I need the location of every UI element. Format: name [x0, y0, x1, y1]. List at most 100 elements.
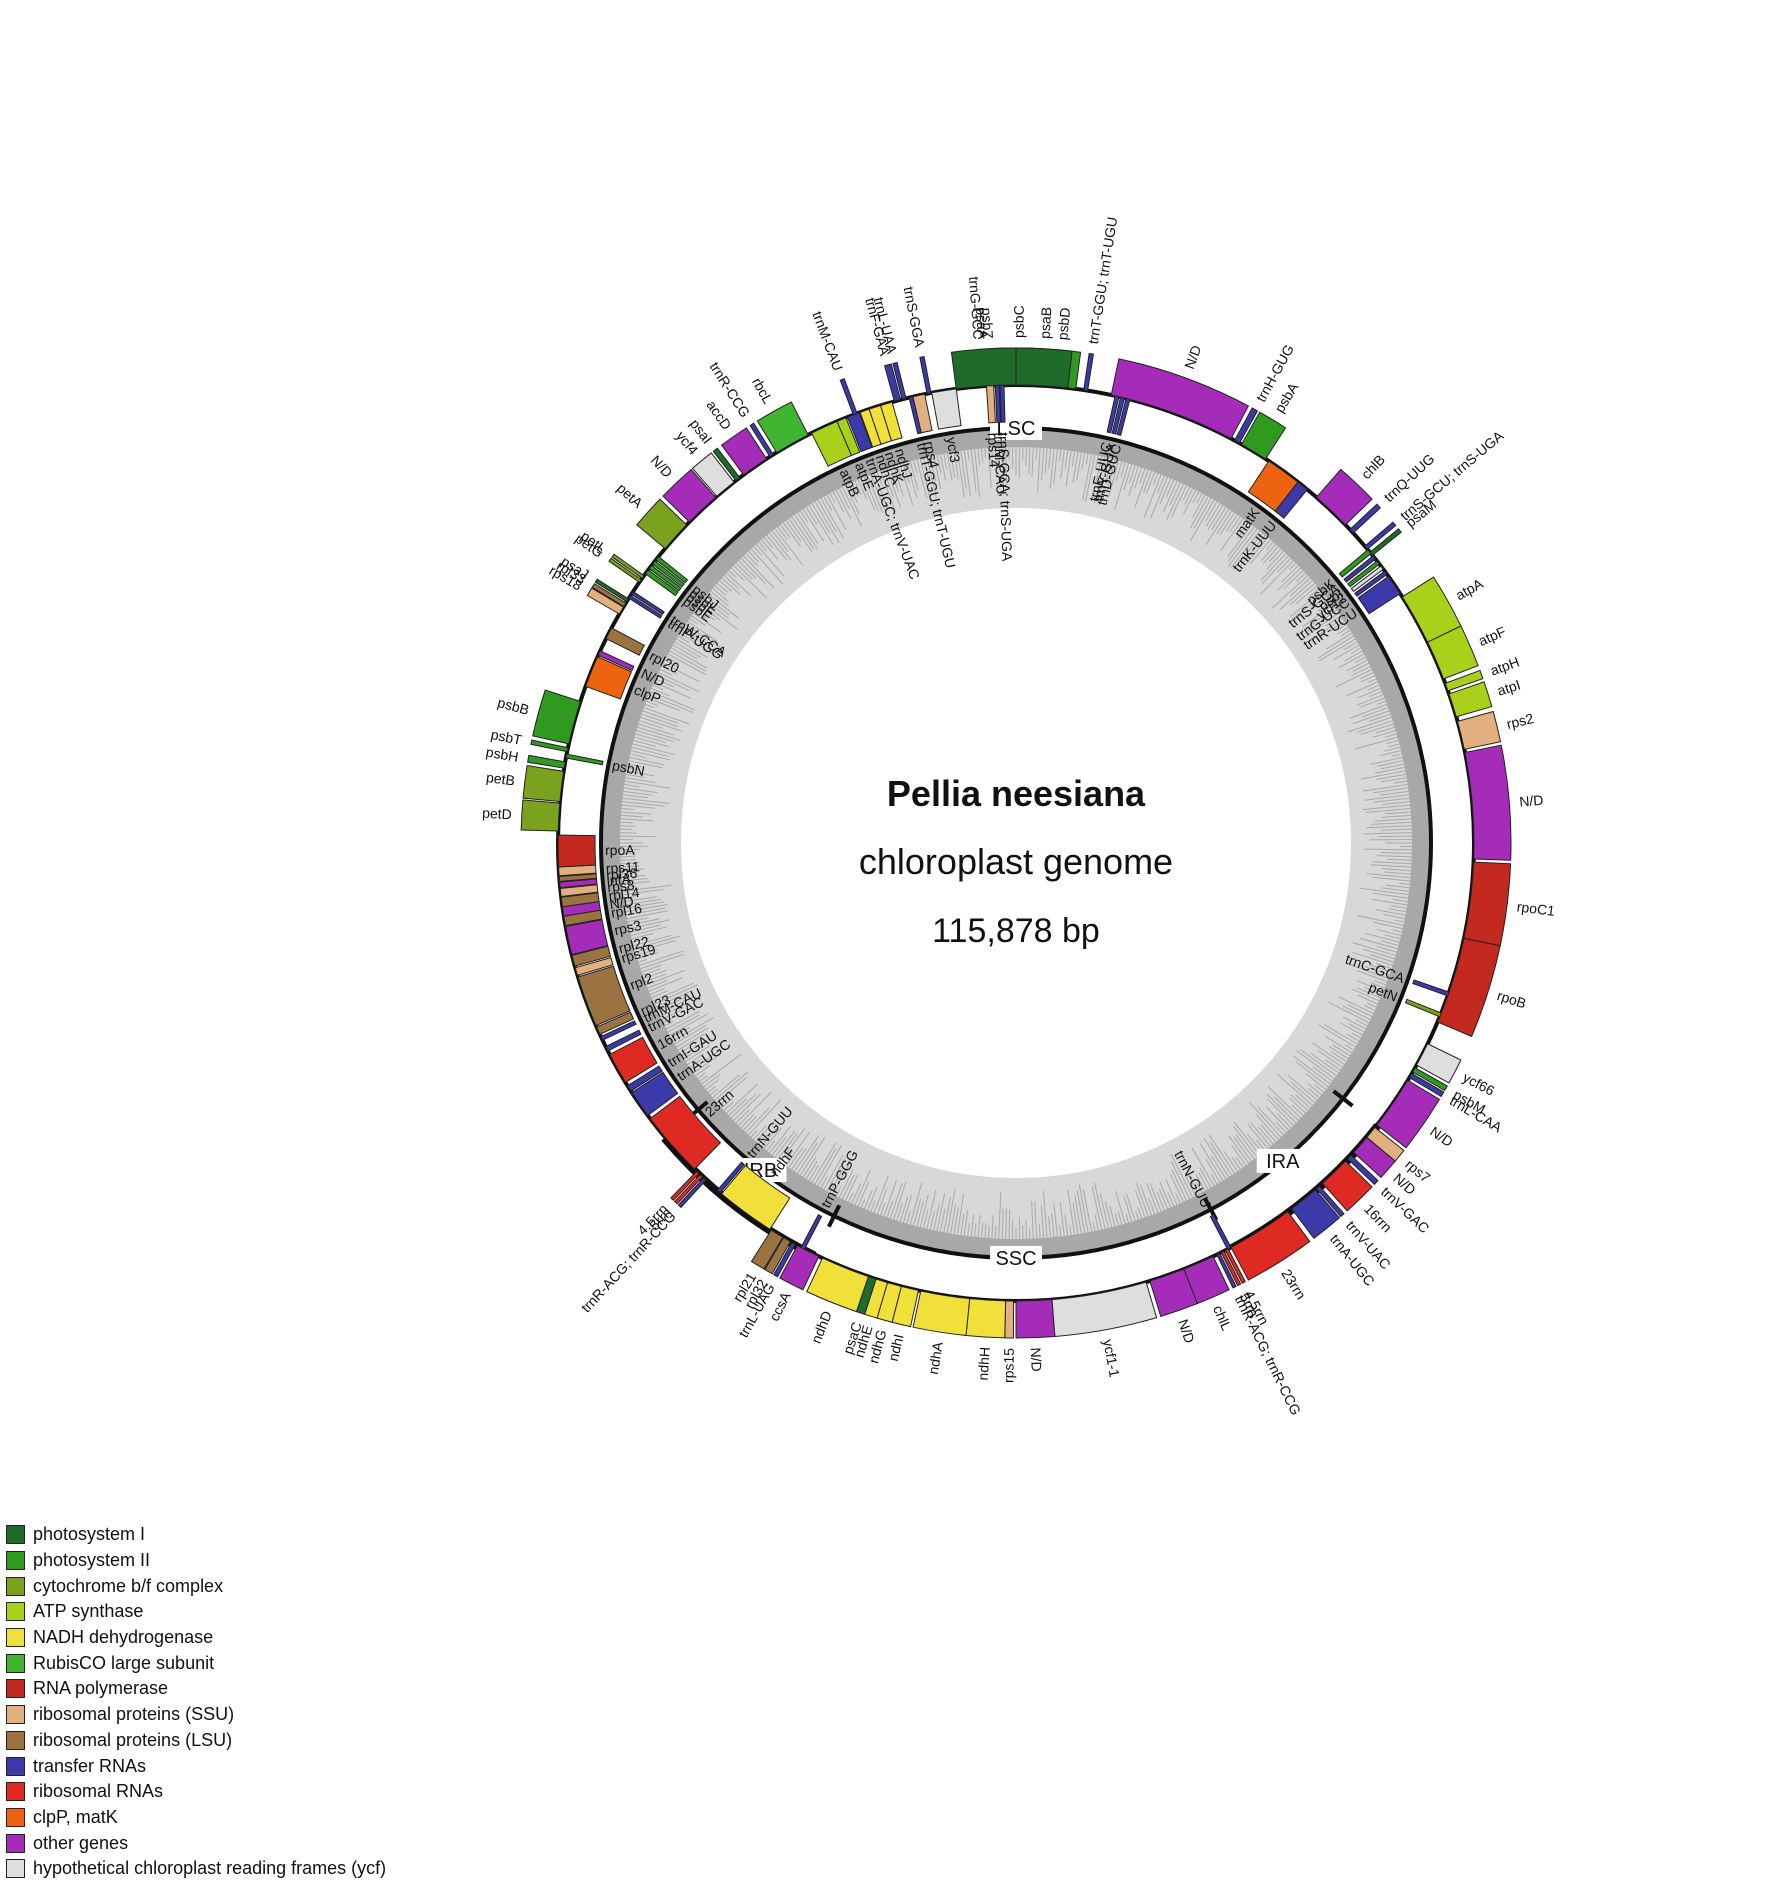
legend-item: other genes	[6, 1830, 386, 1856]
gene-label: psbB	[496, 694, 531, 718]
gene-label: atpF	[1476, 623, 1508, 649]
gene-label: trnG-GCC	[966, 276, 987, 340]
gene-trna-ugc	[631, 1071, 679, 1117]
gene-n-d	[1376, 1079, 1441, 1149]
gene-label: trnT-GGU; trnT-UGU	[1085, 216, 1120, 345]
gene-trnk-uuu	[1274, 481, 1309, 519]
legend-item: ribosomal RNAs	[6, 1779, 386, 1805]
gene-ndhf	[720, 1164, 791, 1230]
legend-swatch	[6, 1576, 25, 1596]
inverted-repeat-arc	[1229, 1123, 1381, 1252]
gene-label: 23rrn	[1278, 1266, 1309, 1302]
region-label-lsc: LSC	[997, 418, 1036, 440]
gene-label: trnS-GGA	[901, 285, 929, 349]
legend-label: clpP, matK	[33, 1806, 118, 1827]
gene-label: ndhH	[975, 1346, 993, 1380]
region-label-ira: IRA	[1266, 1151, 1300, 1173]
gene-trnm-cau	[839, 378, 858, 416]
legend-swatch	[6, 1730, 25, 1750]
legend-swatch	[6, 1679, 25, 1699]
gene-n-d	[1464, 744, 1512, 861]
gene-label: trnM-CAU	[809, 309, 846, 373]
legend-swatch	[6, 1551, 25, 1571]
gene-label: N/D	[1181, 343, 1204, 371]
gene-ycf12	[1350, 565, 1384, 593]
legend-label: other genes	[33, 1832, 129, 1853]
gene-label: N/D	[1427, 1123, 1456, 1150]
gene-accd	[720, 427, 768, 476]
gene-label: rpoC1	[1516, 898, 1556, 919]
gene-label: ndhD	[808, 1309, 835, 1346]
legend-label: ATP synthase	[33, 1601, 144, 1622]
gene-label: atpI	[1495, 676, 1522, 698]
legend-item: RubisCO large subunit	[6, 1650, 386, 1676]
gene-trnw-cca	[630, 590, 665, 616]
gene-label: psbZ	[979, 307, 997, 339]
gene-psbl	[651, 560, 685, 588]
gene-n-d	[1352, 1136, 1396, 1179]
gene-rps19	[574, 957, 614, 977]
gene-label: ycf3	[943, 436, 963, 464]
gene-label: chlL	[1210, 1303, 1235, 1333]
gene-n-d	[597, 650, 635, 672]
gene-label: petB	[485, 769, 516, 788]
legend-swatch	[6, 1653, 25, 1673]
gene-peta	[636, 498, 688, 550]
gene-label: rpl16	[610, 900, 644, 921]
gene-label: psbT	[489, 726, 523, 748]
gene-rpl14	[560, 892, 600, 908]
gene-rpl2	[577, 965, 631, 1027]
gene-rps4	[912, 393, 933, 434]
genome-subtitle: chloroplast genome	[859, 841, 1173, 882]
legend-swatch	[6, 1602, 25, 1622]
legend-item: hypothetical chloroplast reading frames …	[6, 1856, 386, 1882]
gene-trnr-ucu	[1357, 575, 1401, 615]
legend-label: photosystem II	[33, 1550, 151, 1571]
gene-infa	[559, 878, 598, 889]
gene-ycf1-1	[1051, 1281, 1158, 1338]
gene-trnc-gca	[1412, 979, 1450, 997]
gene-trnl-uag	[773, 1241, 797, 1278]
legend-swatch	[6, 1756, 25, 1776]
genome-size: 115,878 bp	[932, 912, 1100, 950]
gene-petd	[520, 799, 561, 832]
region-boundary-tick	[827, 1204, 842, 1228]
gene-23rrn	[649, 1095, 722, 1170]
gene-ccsa	[779, 1244, 820, 1291]
gene-label: chlB	[1358, 451, 1388, 482]
gene-atph	[1444, 669, 1484, 692]
gene-label: rps8	[607, 876, 636, 895]
gene-n-d	[662, 468, 717, 523]
gene-trny-gua	[1111, 396, 1126, 435]
legend-label: ribosomal proteins (LSU)	[33, 1729, 233, 1750]
gene-trnq-uug	[1349, 503, 1382, 534]
gene-rpl20	[605, 627, 645, 656]
gene-label: psbN	[611, 757, 646, 779]
gene-trnr-acg-trnr-ccg	[1216, 1252, 1237, 1289]
gene-label: psbC	[1011, 305, 1027, 338]
gene-label: rps4	[921, 440, 942, 470]
gene-label: psaB	[1037, 306, 1055, 339]
gc-content-trace	[618, 445, 1414, 1241]
legend-label: photosystem I	[33, 1524, 146, 1545]
gene-label: ndhI	[885, 1332, 907, 1362]
gene-chlb	[1315, 468, 1373, 526]
gene-psbk	[1338, 549, 1372, 578]
gene-trns-gca	[1343, 555, 1377, 583]
legend-item: clpP, matK	[6, 1805, 386, 1831]
gene-rps14	[985, 385, 996, 424]
gene-psbj	[655, 555, 689, 584]
gene-psbm	[1411, 1067, 1448, 1092]
gene-trnd-guc	[1116, 397, 1131, 436]
gene-rps18	[586, 587, 625, 615]
gene-trns-gga	[919, 356, 932, 395]
gene-label: rpl22	[617, 933, 651, 957]
legend-item: ribosomal proteins (SSU)	[6, 1702, 386, 1728]
gene-ndhh	[965, 1298, 1007, 1339]
gene-rps2	[1456, 710, 1502, 750]
gene-rps8	[559, 884, 599, 897]
gene-psba	[1240, 411, 1287, 460]
gene-trni-gau	[626, 1065, 663, 1092]
species-name: Pellia neesiana	[887, 773, 1146, 814]
gene-label: rpoA	[605, 842, 636, 859]
